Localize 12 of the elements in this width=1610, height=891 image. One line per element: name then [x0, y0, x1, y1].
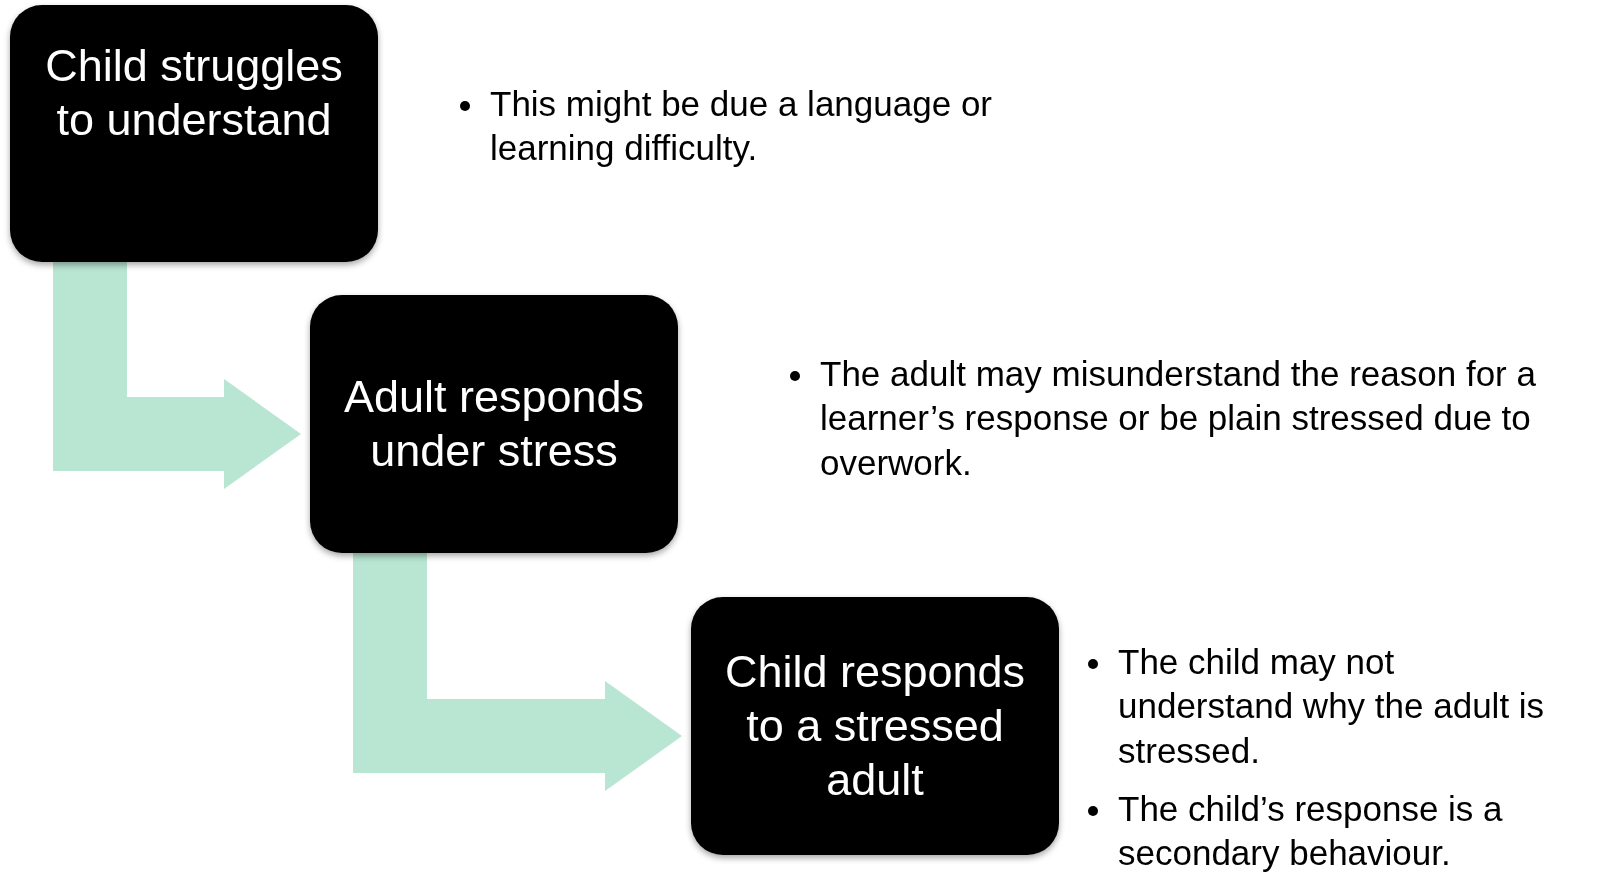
bent-arrow	[53, 262, 301, 489]
bullet-note: The adult may misunderstand the reason for a learner’s response or be plain stressed due to overwork.	[820, 353, 1537, 484]
process-box	[310, 295, 678, 553]
process-box	[10, 5, 378, 262]
box-label: Child responds to a stressed adult	[723, 645, 1027, 807]
bullet-note: The child’s response is a secondary behaviour.	[1118, 788, 1504, 875]
bullet-note: The child may not understand why the adult is stressed.	[1118, 641, 1546, 772]
bullet-note: This might be due a language or learning difficulty.	[490, 83, 993, 170]
box-label: Child struggles to understand	[44, 39, 344, 147]
bent-arrow	[353, 553, 682, 791]
process-box	[691, 597, 1059, 855]
box-label: Adult responds under stress	[342, 370, 646, 478]
